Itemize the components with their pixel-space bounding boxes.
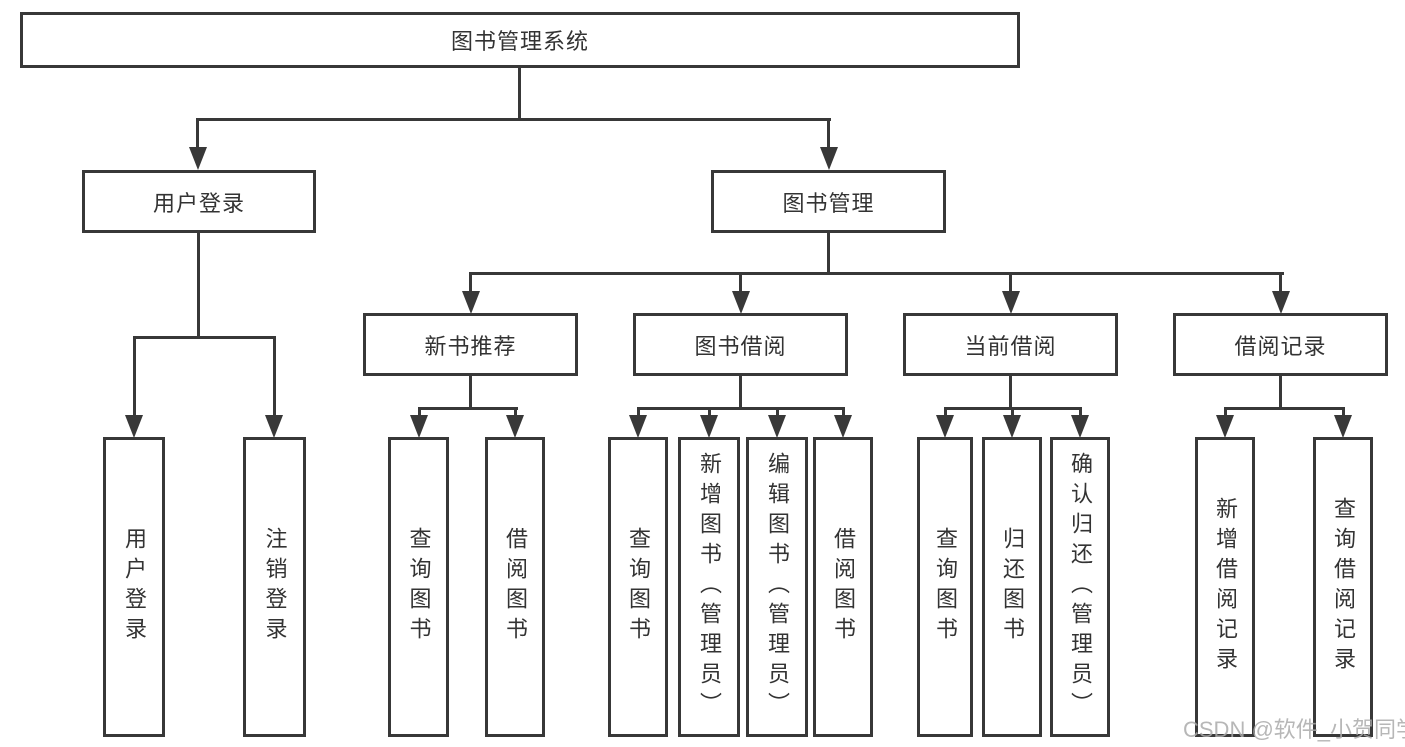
arrow-down-icon [506, 415, 524, 438]
node-user-login: 用户登录 [82, 170, 316, 233]
leaf-label: 用户登录 [122, 527, 147, 647]
node-book-borrow: 图书借阅 [633, 313, 848, 376]
arrow-down-icon [1002, 291, 1020, 314]
node-current-borrow: 当前借阅 [903, 313, 1118, 376]
connector-line [1342, 407, 1345, 419]
connector-line [776, 407, 779, 419]
connector-line [637, 407, 640, 419]
node-book-management: 图书管理 [711, 170, 946, 233]
node-label: 图书管理 [782, 190, 875, 216]
arrow-down-icon [1003, 415, 1021, 438]
connector-line [273, 336, 276, 416]
node-label: 新书推荐 [424, 333, 517, 359]
arrow-down-icon [189, 147, 207, 170]
leaf-add-borrow-record: 新增借阅记录 [1195, 437, 1255, 737]
connector-line [133, 336, 136, 416]
connector-line [469, 375, 472, 410]
connector-line [418, 407, 421, 419]
connector-line [708, 407, 711, 419]
connector-line [1279, 375, 1282, 410]
leaf-query-books: 查询图书 [608, 437, 668, 737]
connector-line [469, 272, 1284, 275]
node-label: 图书借阅 [694, 333, 787, 359]
connector-line [637, 407, 845, 410]
leaf-add-books-admin: 新增图书（管理员） [678, 437, 740, 737]
arrow-down-icon [410, 415, 428, 438]
arrow-down-icon [834, 415, 852, 438]
leaf-label: 归还图书 [1000, 527, 1025, 647]
leaf-label: 新增图书（管理员） [697, 452, 722, 722]
leaf-label: 查询图书 [626, 527, 651, 647]
leaf-query-books: 查询图书 [917, 437, 973, 737]
leaf-label: 借阅图书 [503, 527, 528, 647]
leaf-label: 查询图书 [933, 527, 958, 647]
connector-line [1009, 375, 1012, 410]
arrow-down-icon [732, 291, 750, 314]
leaf-label: 编辑图书（管理员） [765, 452, 790, 722]
leaf-label: 确认归还（管理员） [1068, 452, 1093, 722]
arrow-down-icon [1071, 415, 1089, 438]
arrow-down-icon [1216, 415, 1234, 438]
watermark: CSDN @软件_小贺同学 [1183, 717, 1405, 742]
arrow-down-icon [768, 415, 786, 438]
leaf-confirm-return-admin: 确认归还（管理员） [1050, 437, 1110, 737]
connector-line [196, 118, 831, 121]
connector-line [1279, 272, 1282, 293]
node-library-system: 图书管理系统 [20, 12, 1020, 68]
node-borrow-records: 借阅记录 [1173, 313, 1388, 376]
arrow-down-icon [462, 291, 480, 314]
leaf-borrow-books: 借阅图书 [813, 437, 873, 737]
arrow-down-icon [700, 415, 718, 438]
arrow-down-icon [1334, 415, 1352, 438]
connector-line [1009, 272, 1012, 293]
arrow-down-icon [629, 415, 647, 438]
connector-line [469, 272, 472, 293]
node-new-book-recommend: 新书推荐 [363, 313, 578, 376]
arrow-down-icon [820, 147, 838, 170]
node-label: 图书管理系统 [450, 29, 589, 54]
connector-line [1079, 407, 1082, 419]
node-label: 当前借阅 [964, 333, 1057, 359]
arrow-down-icon [936, 415, 954, 438]
leaf-label: 借阅图书 [831, 527, 856, 647]
arrow-down-icon [265, 415, 283, 438]
connector-line [518, 67, 521, 120]
arrow-down-icon [125, 415, 143, 438]
leaf-return-books: 归还图书 [982, 437, 1042, 737]
connector-line [196, 118, 199, 150]
connector-line [842, 407, 845, 419]
connector-line [827, 232, 830, 274]
connector-line [944, 407, 947, 419]
connector-line [133, 336, 276, 339]
node-label: 用户登录 [152, 190, 245, 216]
connector-line [418, 407, 518, 410]
connector-line [1011, 407, 1014, 419]
node-label: 借阅记录 [1234, 333, 1327, 359]
connector-line [827, 118, 830, 150]
connector-line [739, 375, 742, 410]
arrow-down-icon [1272, 291, 1290, 314]
connector-line [1224, 407, 1345, 410]
leaf-query-books: 查询图书 [388, 437, 449, 737]
leaf-label: 查询借阅记录 [1331, 497, 1356, 677]
leaf-label: 新增借阅记录 [1213, 497, 1238, 677]
connector-line [197, 232, 200, 339]
leaf-logout: 注销登录 [243, 437, 306, 737]
leaf-label: 查询图书 [406, 527, 432, 647]
leaf-label: 注销登录 [262, 527, 288, 647]
connector-line [514, 407, 517, 419]
leaf-edit-books-admin: 编辑图书（管理员） [746, 437, 808, 737]
leaf-user-login: 用户登录 [103, 437, 165, 737]
connector-line [1224, 407, 1227, 419]
leaf-borrow-books: 借阅图书 [485, 437, 545, 737]
connector-line [739, 272, 742, 293]
leaf-query-borrow-record: 查询借阅记录 [1313, 437, 1373, 737]
